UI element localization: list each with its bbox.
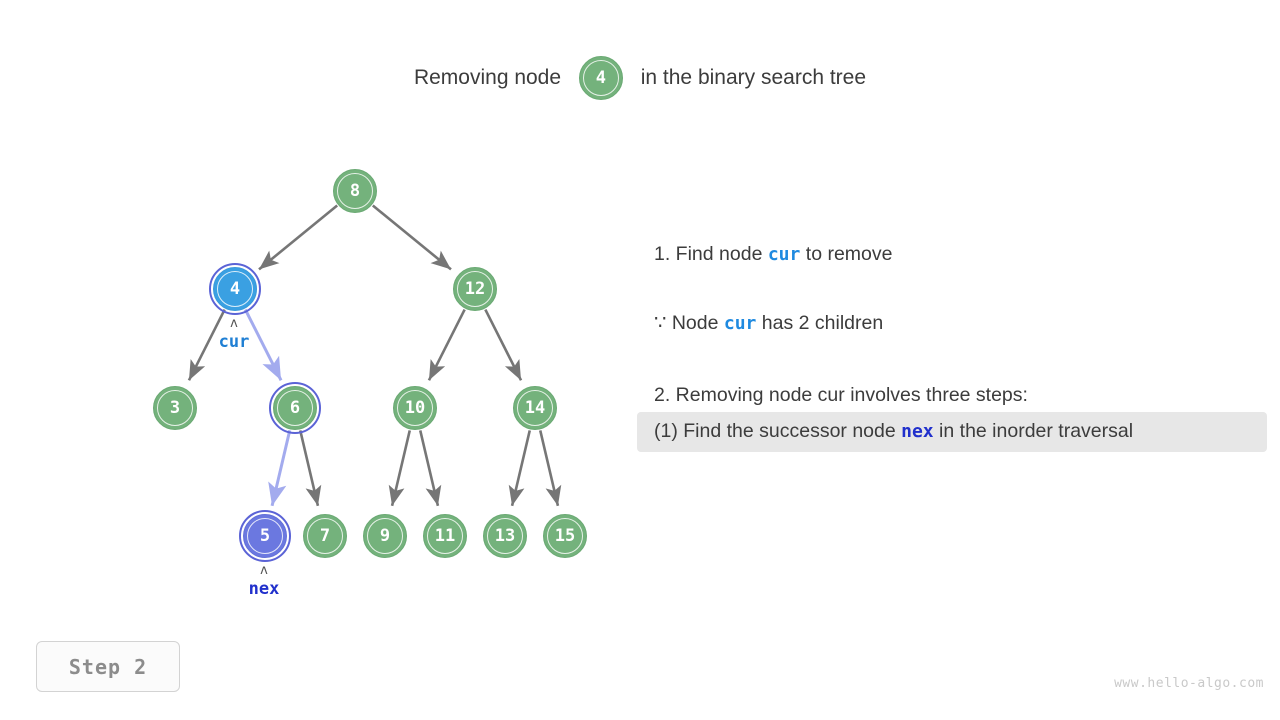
- tree-edge-14-to-13: [508, 430, 532, 507]
- tree-node-value: 5: [259, 526, 271, 546]
- tree-edge-12-to-14: [484, 308, 523, 381]
- tree-node-value: 14: [524, 398, 546, 418]
- tree-edge-12-to-10: [427, 308, 466, 381]
- info-line-1-code: cur: [767, 244, 801, 265]
- info-line-4-post: in the inorder traversal: [933, 420, 1134, 442]
- info-line-3: 2. Removing node cur involves three step…: [654, 384, 1028, 406]
- tree-edge-4-to-3: [187, 308, 226, 381]
- tree-node-14[interactable]: 14: [513, 386, 557, 430]
- tree-edge-8-to-12: [371, 204, 452, 271]
- tree-node-value: 8: [349, 181, 361, 201]
- tree-node-value: 10: [404, 398, 426, 418]
- tree-node-6[interactable]: 6: [269, 382, 321, 434]
- tree-node-4[interactable]: 4: [209, 263, 261, 315]
- tree-node-12[interactable]: 12: [453, 267, 497, 311]
- tree-node-5[interactable]: 5: [239, 510, 291, 562]
- tree-edge-group: [187, 204, 562, 507]
- tree-node-value: 9: [379, 526, 391, 546]
- info-line-1: 1. Find node cur to remove: [637, 238, 1267, 271]
- tree-node-value: 7: [319, 526, 331, 546]
- info-line-2-post: has 2 children: [756, 312, 884, 334]
- caret-up-icon: ʌ: [230, 316, 238, 331]
- pointer-name-nex: nex: [248, 579, 280, 599]
- info-line-2: ∵ Node cur has 2 children: [637, 307, 1267, 340]
- info-line-1-pre: 1. Find node: [654, 243, 768, 265]
- step-badge: Step 2: [36, 641, 180, 692]
- tree-edge-6-to-5: [268, 430, 292, 507]
- tree-edge-10-to-11: [418, 430, 442, 507]
- title-node-circle: 4: [578, 56, 623, 100]
- caret-up-icon: ʌ: [260, 563, 268, 578]
- tree-edge-10-to-9: [388, 430, 412, 507]
- tree-node-value: 4: [229, 279, 241, 299]
- tree-node-15[interactable]: 15: [543, 514, 587, 558]
- site-watermark: www.hello-algo.com: [1114, 676, 1264, 691]
- page-title: Removing node 4 in the binary search tre…: [0, 56, 1280, 100]
- tree-node-13[interactable]: 13: [483, 514, 527, 558]
- info-line-1-post: to remove: [800, 243, 893, 265]
- info-line-4-highlighted: (1) Find the successor node nex in the i…: [637, 412, 1267, 452]
- tree-node-10[interactable]: 10: [393, 386, 437, 430]
- tree-node-value: 11: [434, 526, 456, 546]
- tree-node-value: 3: [169, 398, 181, 418]
- tree-edge-4-to-6: [244, 308, 283, 381]
- title-node: 4: [578, 56, 623, 100]
- tree-node-9[interactable]: 9: [363, 514, 407, 558]
- tree-node-value: 15: [554, 526, 576, 546]
- info-line-4-code: nex: [901, 421, 934, 442]
- title-node-value: 4: [595, 68, 607, 88]
- tree-node-11[interactable]: 11: [423, 514, 467, 558]
- info-line-4-pre: (1) Find the successor node: [654, 420, 902, 442]
- tree-node-7[interactable]: 7: [303, 514, 347, 558]
- tree-node-3[interactable]: 3: [153, 386, 197, 430]
- tree-edges-svg: [187, 204, 562, 507]
- tree-edge-14-to-15: [538, 430, 562, 507]
- info-line-2-code: cur: [723, 313, 757, 334]
- tree-edge-6-to-7: [298, 430, 322, 507]
- tree-node-8[interactable]: 8: [333, 169, 377, 213]
- explanation-panel: 1. Find node cur to remove ∵ Node cur ha…: [637, 238, 1267, 452]
- tree-node-value: 6: [289, 398, 301, 418]
- tree-node-value: 13: [494, 526, 516, 546]
- title-text-after: in the binary search tree: [640, 66, 867, 89]
- pointer-name-cur: cur: [218, 332, 250, 352]
- info-line-2-pre: ∵ Node: [654, 312, 724, 334]
- tree-edge-8-to-4: [258, 204, 339, 271]
- tree-node-value: 12: [464, 279, 486, 299]
- title-text-before: Removing node: [413, 66, 562, 89]
